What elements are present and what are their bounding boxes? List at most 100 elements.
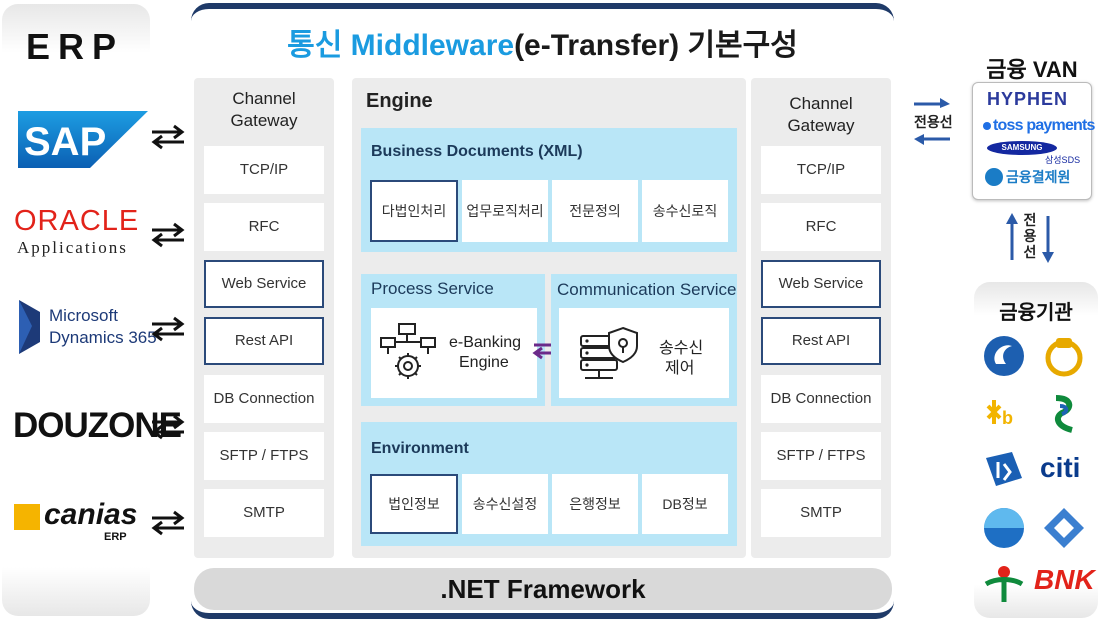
business-cell: 전문정의 [552,180,638,242]
bank-column [974,282,1098,618]
gateway-title-line2: Gateway [787,116,855,135]
dedicated-line-arrow-up-icon [1006,213,1018,260]
gateway-title-line1: Channel [232,89,296,108]
swap-arrows-icon [151,510,185,536]
server-shield-icon [580,326,638,379]
toss-text: toss payments [993,117,1095,134]
van-title: 금융 VAN [986,57,1078,82]
process-service-title: Process Service [371,279,494,298]
hana-diamond-logo [1044,508,1084,548]
business-documents-title: Business Documents (XML) [371,143,583,160]
swap-arrows-icon [151,124,185,150]
gateway-item: SFTP / FTPS [761,432,881,480]
communication-service-section: Communication Service 송수신 제어 [551,274,737,406]
bnk-logo: BNK [1034,564,1095,595]
kftc-logo: 금융결제원 [985,167,1070,187]
gateway-item: SFTP / FTPS [204,432,324,480]
environment-section: Environment 법인정보 송수신설정 은행정보 DB정보 [361,422,737,546]
business-documents-section: Business Documents (XML) 다법인처리 업무로직처리 전문… [361,128,737,252]
environment-cell: 법인정보 [370,474,458,534]
gateway-item: RFC [204,203,324,251]
sap-logo: SAP [18,111,148,168]
citi-logo: citi [1040,452,1081,483]
ms-line2: Dynamics 365 [49,328,157,347]
canias-logo: canias ERP [14,498,144,546]
gateway-item: SMTP [204,489,324,537]
kftc-text: 금융결제원 [1006,169,1071,185]
canias-sub: ERP [104,531,127,543]
business-cell: 송수신로직 [642,180,728,242]
communication-service-box: 송수신 제어 [559,308,729,398]
swap-arrows-icon [151,222,185,248]
oracle-sub: Applications [17,238,128,257]
comm-label-line1: 송수신 [659,340,704,357]
douzone-logo: DOUZONE [13,406,182,445]
woori-bank-logo [984,508,1024,548]
business-cell: 업무로직처리 [462,180,548,242]
toss-dot-icon [983,122,991,130]
dedicated-line-vertical-label: 전용선 [1023,212,1037,260]
gateway-item: Web Service [761,260,881,308]
process-label-line1: e-Banking [449,334,522,351]
samsung-logo: SAMSUNG [987,141,1057,155]
standard-chartered-logo [1054,395,1073,433]
canias-square-icon [14,504,40,530]
toss-logo: toss payments [983,117,1095,135]
canias-wordmark: canias [44,498,138,531]
ibk-bank-logo [986,452,1022,486]
bank-title: 금융기관 [999,302,1073,324]
engine-panel: Engine Business Documents (XML) 다법인처리 업무… [352,78,746,558]
main-title-rest: (e-Transfer) 기본구성 [514,29,798,62]
gateway-item: TCP/IP [204,146,324,194]
environment-title: Environment [371,440,469,457]
samsung-sds: 삼성SDS [1045,155,1081,165]
gateway-title-line2: Gateway [230,111,298,130]
dedicated-line-arrow-left-icon [914,134,950,145]
gateway-item: RFC [761,203,881,251]
oracle-logo: ORACLE Applications [14,205,144,265]
business-cell: 다법인처리 [370,180,458,242]
kookmin-gold-logo [1045,338,1083,377]
process-service-section: Process Service e-Banking Engine [361,274,545,406]
comm-label-line2: 제어 [665,360,695,377]
engine-title: Engine [366,90,433,112]
kftc-globe-icon [985,168,1003,186]
ms-line1: Microsoft [49,306,118,325]
oracle-wordmark: ORACLE [14,205,140,237]
gateway-item: Rest API [761,317,881,365]
workflow-gear-icon [380,323,436,379]
gateway-item: DB Connection [204,375,324,423]
gateway-item: Web Service [204,260,324,308]
dynamics-icon [19,300,40,354]
dedicated-line-arrow-down-icon [1042,216,1054,263]
svg-text:b: b [1002,408,1013,428]
dedicated-line-label: 전용선 [914,114,953,130]
main-title: 통신 Middleware(e-Transfer) 기본구성 [191,20,894,64]
gateway-item: SMTP [761,489,881,537]
dedicated-line-arrow-right-icon [914,98,950,108]
gateway-item: TCP/IP [761,146,881,194]
shinhan-bank-logo [984,336,1024,376]
main-title-highlight: 통신 Middleware [287,29,515,62]
nonghyup-logo [984,566,1024,602]
gateway-item: DB Connection [761,375,881,423]
svg-text:SAP: SAP [24,120,106,164]
swap-arrows-icon [151,316,185,342]
van-box: HYPHEN toss payments SAMSUNG 삼성SDS 금융결제원 [972,82,1095,200]
environment-cell: 은행정보 [552,474,638,534]
process-service-box: e-Banking Engine [371,308,537,398]
ms-dynamics-logo: Microsoft Dynamics 365 [16,298,157,358]
communication-service-title: Communication Service [557,280,737,299]
environment-cell: 송수신설정 [462,474,548,534]
swap-arrows-icon [151,414,185,440]
erp-title: ERP [25,26,125,67]
process-label-line2: Engine [459,354,509,371]
kb-bank-logo: b [986,400,1013,428]
gateway-title-line1: Channel [789,94,853,113]
environment-cell: DB정보 [642,474,728,534]
